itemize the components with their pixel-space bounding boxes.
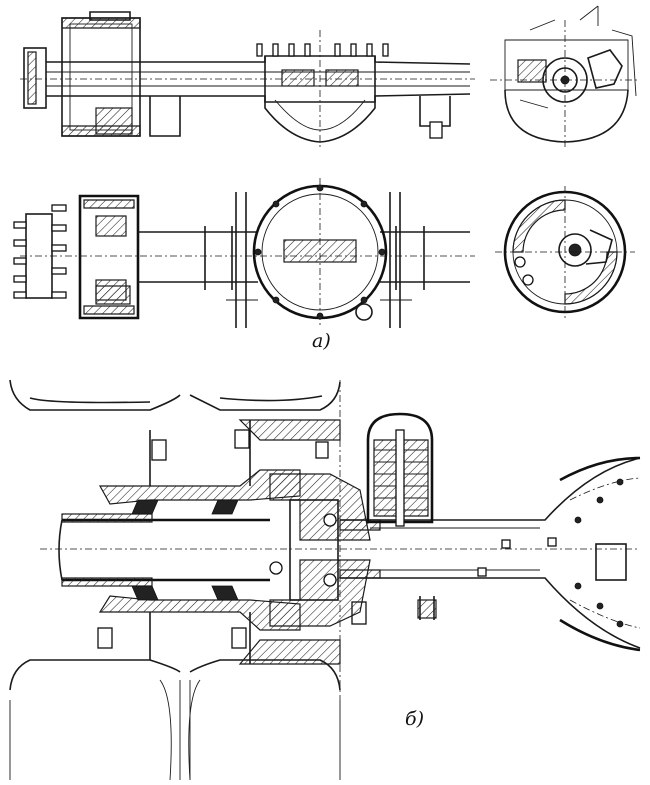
axle-plan-view: [13, 178, 475, 328]
part-b-label: б): [405, 708, 425, 730]
brake-side-view-top: [490, 5, 640, 148]
part-a-label: а): [312, 330, 331, 352]
brake-side-view-bottom: [495, 186, 635, 318]
wheel-hub-section: [9, 379, 641, 781]
axle-section-top-view: [20, 11, 475, 150]
